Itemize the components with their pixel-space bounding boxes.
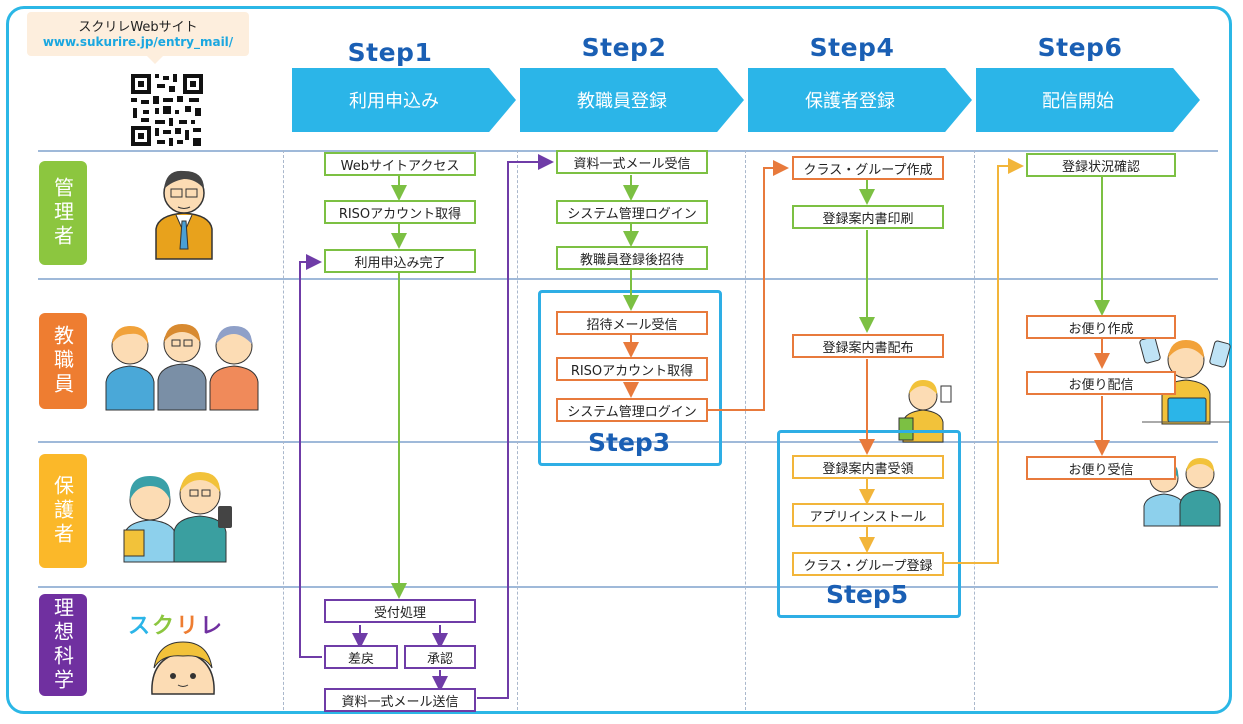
qr-code-icon — [129, 72, 205, 148]
box-riso-account-1: RISOアカウント取得 — [324, 200, 476, 224]
role-staff-label: 教職員 — [39, 313, 87, 409]
step6-title: Step6 — [1037, 33, 1123, 62]
box-receive: 受付処理 — [324, 599, 476, 623]
box-class-create: クラス・グループ作成 — [792, 156, 944, 180]
box-distribute-guide: 登録案内書配布 — [792, 334, 944, 358]
box-sys-login-2: システム管理ログイン — [556, 398, 708, 422]
box-recv-invite: 招待メール受信 — [556, 311, 708, 335]
lane-divider — [38, 441, 1218, 443]
step2-title: Step2 — [581, 33, 667, 62]
column-divider — [283, 150, 284, 710]
column-divider — [745, 150, 746, 710]
lane-divider — [38, 278, 1218, 280]
step4-title: Step4 — [809, 33, 895, 62]
step3-title: Step3 — [588, 428, 671, 457]
box-app-install: アプリインストール — [792, 503, 944, 527]
box-recv-docs: 資料一式メール受信 — [556, 150, 708, 174]
box-apply-done: 利用申込み完了 — [324, 249, 476, 273]
staff-people-icon — [105, 324, 259, 411]
guardian-people-icon — [123, 472, 232, 563]
role-riso-label: 理想科学 — [39, 594, 87, 696]
box-web-access: Webサイトアクセス — [324, 152, 476, 176]
column-divider — [974, 150, 975, 710]
box-sendback: 差戻 — [324, 645, 398, 669]
box-print-guide: 登録案内書印刷 — [792, 205, 944, 229]
box-class-register: クラス・グループ登録 — [792, 552, 944, 576]
student-icon — [898, 380, 952, 443]
step2-banner: 教職員登録 — [520, 68, 744, 132]
step1-title: Step1 — [347, 38, 433, 67]
admin-person-icon — [155, 170, 213, 260]
step6-banner: 配信開始 — [976, 68, 1200, 132]
step1-banner: 利用申込み — [292, 68, 516, 132]
box-riso-account-2: RISOアカウント取得 — [556, 357, 708, 381]
box-send-letter: お便り配信 — [1026, 371, 1176, 395]
box-sys-login-1: システム管理ログイン — [556, 200, 708, 224]
sukurire-logo: スクリレ — [128, 614, 225, 639]
box-receive-guide: 登録案内書受領 — [792, 455, 944, 479]
box-invite: 教職員登録後招待 — [556, 246, 708, 270]
outer-frame — [6, 6, 1232, 714]
column-divider — [517, 150, 518, 710]
riso-mascot-icon — [151, 641, 215, 695]
website-callout: スクリレWebサイト www.sukurire.jp/entry_mail/ — [27, 12, 249, 64]
lane-divider — [38, 586, 1218, 588]
website-name: スクリレWebサイト — [78, 20, 198, 35]
step4-banner: 保護者登録 — [748, 68, 972, 132]
box-send-docs: 資料一式メール送信 — [324, 688, 476, 712]
role-admin-label: 管理者 — [39, 161, 87, 265]
guardian-phone-icon — [1143, 458, 1221, 527]
box-check-status: 登録状況確認 — [1026, 153, 1176, 177]
box-approve: 承認 — [404, 645, 476, 669]
step5-title: Step5 — [826, 580, 909, 609]
box-receive-letter: お便り受信 — [1026, 456, 1176, 480]
role-guardian-label: 保護者 — [39, 454, 87, 568]
step5-group — [777, 430, 961, 618]
website-url[interactable]: www.sukurire.jp/entry_mail/ — [42, 35, 234, 49]
box-create-letter: お便り作成 — [1026, 315, 1176, 339]
